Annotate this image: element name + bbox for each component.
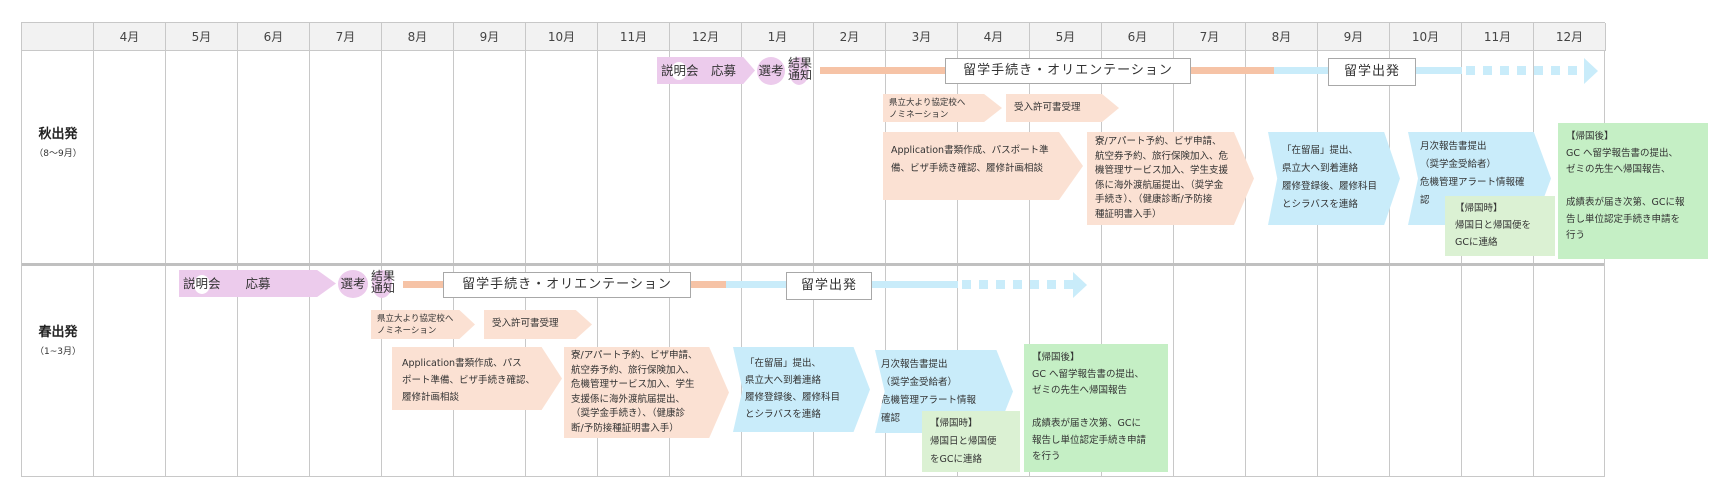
spring-result-bg — [372, 270, 392, 298]
autumn-nomination: 県立大より協定校へ ノミネーション — [883, 94, 1002, 122]
spring-return-time: 【帰国時】 帰国日と帰国便 をGCに連絡 — [922, 411, 1020, 472]
month-header: 11月 — [1462, 23, 1534, 51]
autumn-application: Application書類作成、パスポート準 備、ビザ手続き確認、履修計画相談 — [883, 132, 1083, 200]
autumn-after-return: 【帰国後】 GC へ留学報告書の提出、 ゼミの先生へ帰国報告、 成績表が届き次第… — [1558, 123, 1708, 259]
autumn-dashed-segment — [1500, 66, 1509, 75]
spring-dashed-segment — [1013, 280, 1022, 289]
spring-application: Application書類作成、パス ポート準備、ビザ手続き確認、 履修計画相談 — [392, 347, 562, 410]
autumn-procedure-label: 留学手続き・オリエンテーション — [945, 58, 1191, 84]
spring-nomination: 県立大より協定校へ ノミネーション — [371, 310, 475, 339]
month-header: 7月 — [310, 23, 382, 51]
autumn-dashed-segment — [1551, 66, 1560, 75]
autumn-housing: 寮/アパート予約、ビザ申請、 航空券予約、旅行保険加入、危 機管理サービス加入、… — [1087, 132, 1254, 225]
autumn-arrowhead-icon — [1584, 58, 1598, 84]
spring-procedure-label: 留学手続き・オリエンテーション — [443, 272, 691, 298]
month-header: 12月 — [1534, 23, 1606, 51]
spring-acceptance: 受入許可書受理 — [484, 310, 592, 339]
autumn-dashed-segment — [1568, 66, 1577, 75]
spring-recruit-dot — [194, 275, 210, 294]
spring-label: 春出発 — [38, 325, 78, 340]
autumn-dashed-segment — [1517, 66, 1526, 75]
autumn-recruit-arrow: 説明会 応募 — [661, 63, 737, 78]
spring-arrival: 「在留届」提出、 県立大へ到着連絡 履修登録後、履修科目 とシラバスを連絡 — [733, 347, 870, 432]
month-header: 9月 — [1318, 23, 1390, 51]
month-header: 11月 — [598, 23, 670, 51]
month-header: 7月 — [1174, 23, 1246, 51]
month-header: 3月 — [886, 23, 958, 51]
spring-after-return: 【帰国後】 GC へ留学報告書の提出、 ゼミの先生へ帰国報告 成績表が届き次第、… — [1024, 344, 1168, 472]
month-header: 4月 — [958, 23, 1030, 51]
month-header: 12月 — [670, 23, 742, 51]
autumn-result-bg — [789, 57, 809, 85]
month-header: 8月 — [1246, 23, 1318, 51]
autumn-return-time: 【帰国時】 帰国日と帰国便を GCに連絡 — [1445, 196, 1555, 256]
autumn-dashed-segment — [1466, 66, 1475, 75]
autumn-dashed-segment — [1483, 66, 1492, 75]
spring-housing: 寮/アパート予約、ビザ申請、 航空券予約、旅行保険加入、 危機管理サービス加入、… — [564, 347, 729, 438]
autumn-label: 秋出発 — [38, 127, 78, 142]
month-header: 8月 — [382, 23, 454, 51]
autumn-dashed-segment — [1534, 66, 1543, 75]
spring-dashed-segment — [979, 280, 988, 289]
spring-dashed-segment — [1047, 280, 1056, 289]
spring-dashed-segment — [1064, 280, 1073, 289]
autumn-result: 結果 通知 — [788, 56, 813, 82]
spring-dashed-segment — [1030, 280, 1039, 289]
spring-recruit-arrow: 説明会 応募 — [183, 276, 271, 291]
spring-departure-label: 留学出発 — [786, 272, 872, 300]
autumn-period: （8～9月） — [34, 149, 82, 159]
month-header: 1月 — [742, 23, 814, 51]
autumn-arrival: 「在留届」提出、 県立大へ到着連絡 履修登録後、履修科目 とシラバスを連絡 — [1268, 132, 1400, 225]
autumn-departure-label: 留学出発 — [1328, 58, 1416, 86]
month-header: 4月 — [94, 23, 166, 51]
spring-result: 結果 通知 — [371, 269, 396, 295]
row-label-spring: 春出発 （1~3月） — [22, 321, 94, 357]
month-header: 9月 — [454, 23, 526, 51]
month-header: 10月 — [526, 23, 598, 51]
header-corner — [22, 23, 94, 51]
month-header: 5月 — [1030, 23, 1102, 51]
spring-period: （1~3月） — [35, 347, 81, 357]
row-divider — [22, 263, 1604, 266]
month-header: 10月 — [1390, 23, 1462, 51]
autumn-acceptance: 受入許可書受理 — [1006, 94, 1119, 122]
month-header: 2月 — [814, 23, 886, 51]
spring-arrowhead-icon — [1073, 272, 1087, 298]
month-header: 6月 — [1102, 23, 1174, 51]
month-header: 5月 — [166, 23, 238, 51]
autumn-recruit-dot — [671, 62, 687, 80]
autumn-selection: 選考 — [757, 57, 785, 85]
row-label-autumn: 秋出発 （8～9月） — [22, 123, 94, 159]
spring-dashed-segment — [962, 280, 971, 289]
spring-selection: 選考 — [338, 270, 368, 298]
spring-dashed-segment — [996, 280, 1005, 289]
month-header: 6月 — [238, 23, 310, 51]
